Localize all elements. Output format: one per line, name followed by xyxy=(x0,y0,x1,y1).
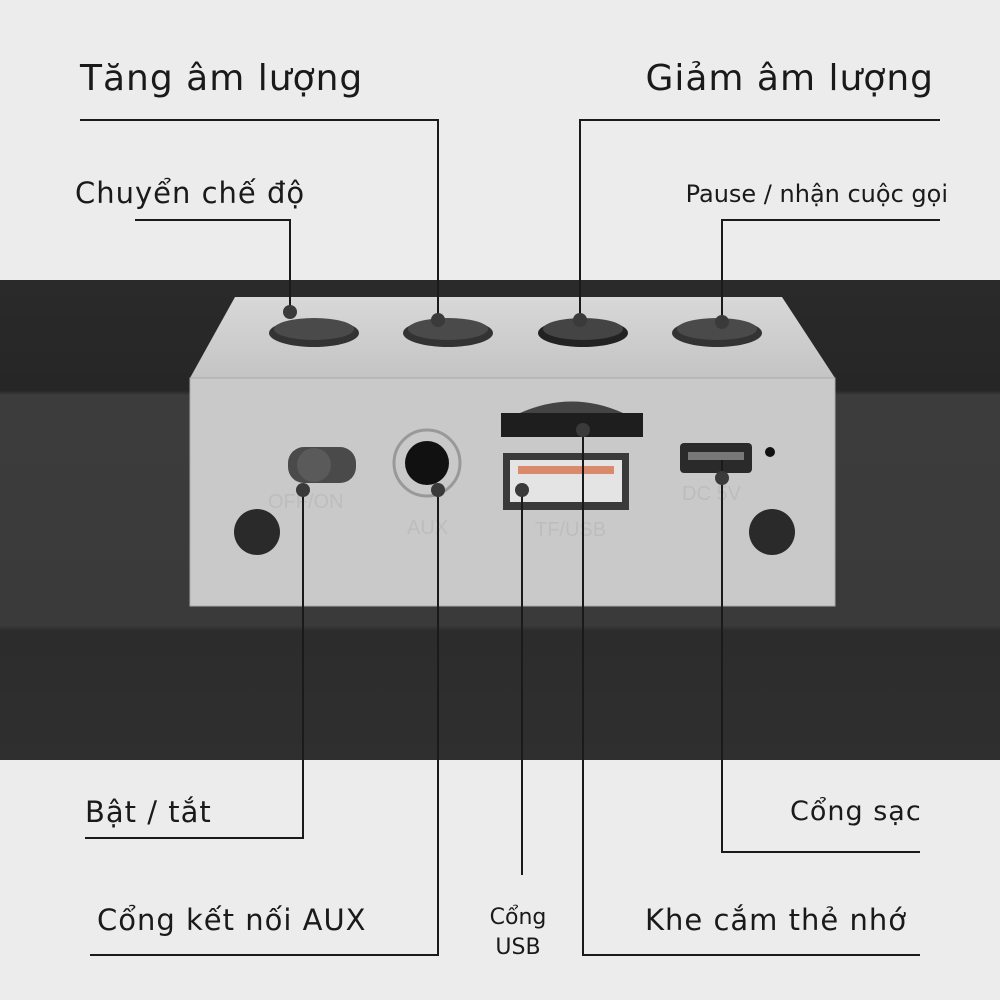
usb-marking: TF/USB xyxy=(535,519,606,541)
aux-port xyxy=(392,428,462,498)
usb-label-line2: USB xyxy=(495,935,541,960)
volume-down-button[interactable] xyxy=(538,318,628,347)
memory-card-slot xyxy=(501,413,643,437)
mode-button[interactable] xyxy=(269,318,359,347)
memory-card-label: Khe cắm thẻ nhớ xyxy=(645,903,907,937)
leader-dots xyxy=(283,305,729,497)
volume-down-label: Giảm âm lượng xyxy=(645,58,934,99)
switch-marking: OFF/ON xyxy=(268,491,344,513)
mode-label: Chuyển chế độ xyxy=(75,176,306,210)
volume-up-label: Tăng âm lượng xyxy=(80,58,364,99)
usb-label: Cổng USB xyxy=(478,903,558,963)
charging-label: Cổng sạc xyxy=(790,796,922,827)
volume-up-button[interactable] xyxy=(403,318,493,347)
leader-lines xyxy=(80,119,940,956)
pause-call-label: Pause / nhận cuộc gọi xyxy=(685,180,948,208)
usb-label-line1: Cổng xyxy=(489,905,547,930)
panel-top xyxy=(190,297,835,378)
aux-label: Cổng kết nối AUX xyxy=(97,903,367,937)
dc-marking: DC 5V xyxy=(682,483,742,505)
aux-marking: AUX xyxy=(407,517,448,539)
power-label: Bật / tắt xyxy=(85,795,212,829)
pause-button[interactable] xyxy=(672,318,762,347)
